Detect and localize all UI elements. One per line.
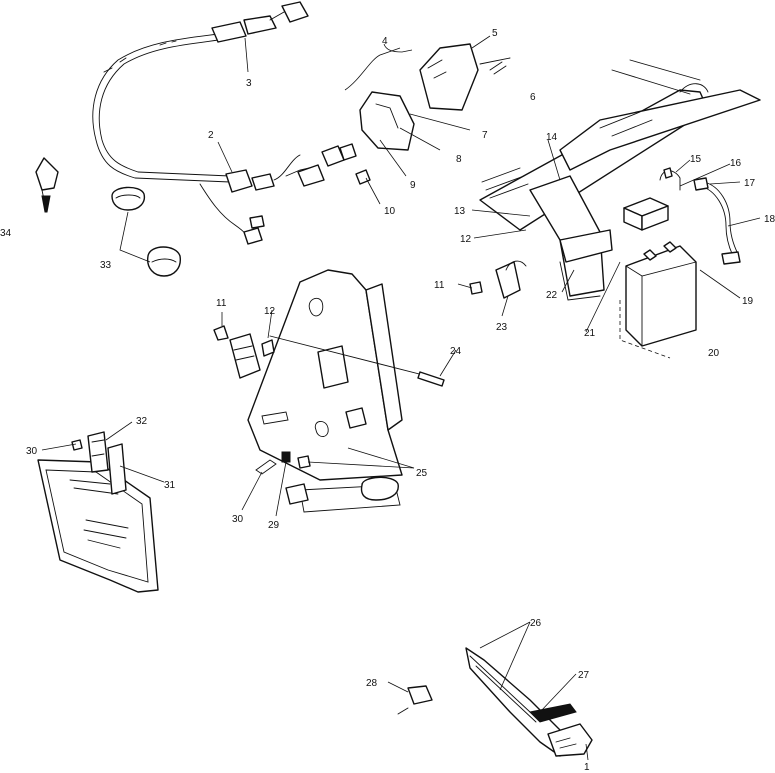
callout-labels: 3 4 5 6 7 8 9 10 2 34 33 11 12 24 14 13 … (0, 28, 775, 773)
callout-27: 27 (578, 670, 590, 681)
callout-13: 13 (454, 206, 466, 217)
callout-21: 21 (584, 328, 596, 339)
callout-9: 9 (410, 180, 416, 191)
callout-2: 2 (208, 130, 214, 141)
clips-29-30 (255, 451, 311, 475)
callout-18: 18 (764, 214, 775, 225)
callout-11: 11 (216, 298, 227, 309)
clip-33 (111, 186, 181, 277)
callout-12: 12 (264, 306, 276, 317)
relay-bracket (213, 325, 445, 387)
callout-32: 32 (136, 416, 148, 427)
harness-coupling (199, 154, 325, 245)
callout-34: 34 (0, 228, 12, 239)
callout-1: 1 (584, 762, 590, 773)
callout-12b: 12 (460, 234, 472, 245)
callout-7: 7 (482, 130, 488, 141)
callout-33: 33 (100, 260, 112, 271)
part-28 (397, 685, 433, 715)
wiring-harness (92, 1, 309, 183)
leader-lines (41, 35, 761, 761)
callout-28: 28 (366, 678, 378, 689)
callout-19: 19 (742, 296, 754, 307)
callout-11b: 11 (434, 280, 445, 291)
callout-31: 31 (164, 480, 176, 491)
callout-6: 6 (530, 92, 536, 103)
callout-30: 30 (26, 446, 38, 457)
callout-14: 14 (546, 132, 558, 143)
taillight-assembly (321, 43, 511, 185)
callout-3: 3 (246, 78, 252, 89)
tow-handle (465, 647, 593, 757)
callout-30b: 30 (232, 514, 244, 525)
battery-assembly (619, 167, 741, 359)
callout-5: 5 (492, 28, 498, 39)
callout-4: 4 (382, 36, 388, 47)
callout-26: 26 (530, 618, 542, 629)
callout-22: 22 (546, 290, 558, 301)
mud-flap (37, 431, 159, 593)
callout-15: 15 (690, 154, 702, 165)
callout-25: 25 (416, 468, 428, 479)
callout-23: 23 (496, 322, 508, 333)
callout-29: 29 (268, 520, 280, 531)
callout-17: 17 (744, 178, 756, 189)
clip-34 (35, 157, 59, 213)
callout-24: 24 (450, 346, 462, 357)
bracket-23 (469, 260, 527, 299)
callout-20: 20 (708, 348, 720, 359)
callout-16: 16 (730, 158, 742, 169)
callout-8: 8 (456, 154, 462, 165)
callout-10: 10 (384, 206, 396, 217)
rear-frame (479, 59, 761, 301)
main-bracket (247, 269, 403, 513)
